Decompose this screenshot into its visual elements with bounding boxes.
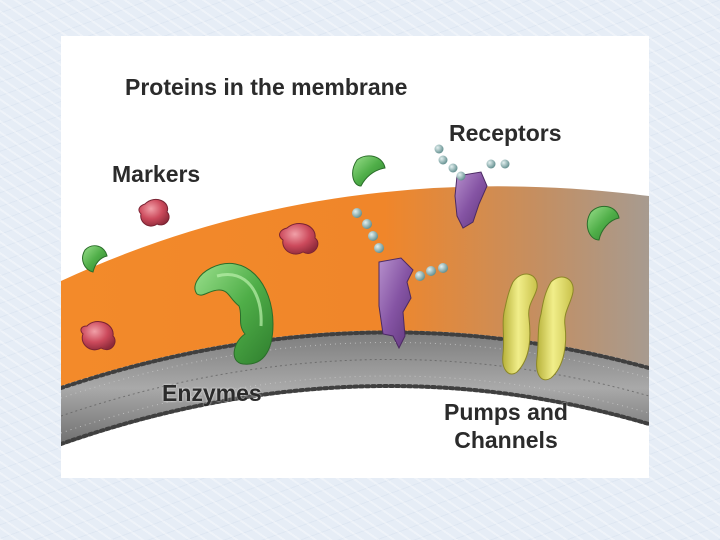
lipid-heads-bottom [61, 383, 649, 446]
diagram-title: Proteins in the membrane [125, 74, 408, 100]
diagram-slide: Proteins in the membrane Receptors Marke… [61, 36, 649, 478]
label-pumps-and-channels: Pumps and Channels [444, 399, 568, 453]
marker-protein-icon [352, 155, 386, 187]
label-markers: Markers [112, 161, 201, 187]
label-enzymes: Enzymes [162, 380, 262, 406]
marker-protein-icon [82, 245, 108, 273]
marker-protein-icon [138, 199, 170, 227]
membrane-diagram [61, 144, 649, 446]
signal-molecule-icon [434, 144, 510, 181]
marker-protein-icon [279, 223, 319, 255]
cytoplasm-region [61, 186, 649, 386]
receptor-protein-icon [378, 257, 414, 350]
label-receptors: Receptors [449, 120, 562, 146]
marker-protein-icon [586, 205, 620, 241]
receptor-protein-icon [454, 171, 488, 229]
lipid-heads-top [61, 330, 649, 390]
marker-protein-icon [80, 321, 116, 351]
enzyme-protein-icon [194, 262, 274, 365]
signal-molecule-icon [352, 208, 448, 281]
channel-protein-icon [502, 273, 538, 375]
channel-protein-icon [536, 276, 574, 381]
